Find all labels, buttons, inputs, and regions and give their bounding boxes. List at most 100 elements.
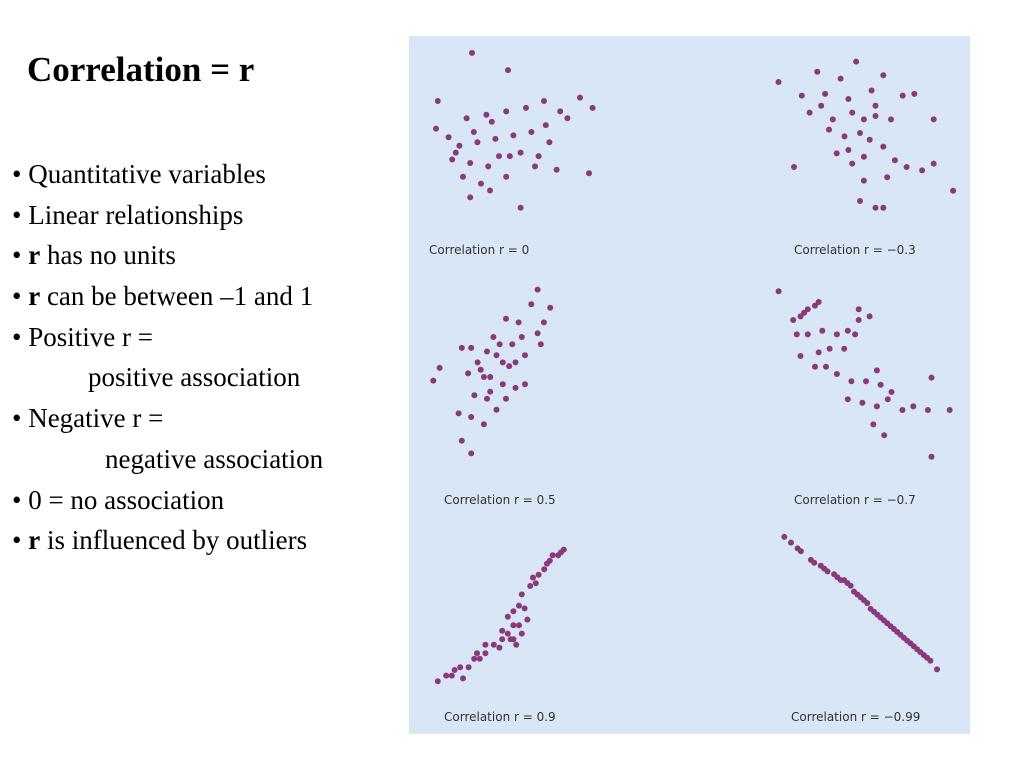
data-point [845,147,852,153]
data-point [496,644,503,651]
bullet-item: • Positive r = [12,317,407,358]
bullet-text: 0 = no association [28,484,225,515]
data-point [911,90,918,97]
data-point [857,198,863,204]
data-point [888,389,895,395]
data-point [445,134,452,141]
data-point [801,309,808,316]
data-point [517,149,524,156]
data-point [546,139,553,146]
data-point [848,378,855,385]
data-point [928,374,935,381]
data-point [891,157,898,164]
data-point [476,655,483,662]
bullet-item: • r can be between –1 and 1 [12,276,407,317]
data-point [806,109,813,116]
data-point [822,90,829,97]
data-point [433,125,439,132]
data-point [946,407,953,413]
bullet-text: positive association [88,362,301,393]
data-point [487,388,494,395]
data-point [460,173,466,180]
data-point [468,344,475,351]
data-point [524,616,531,623]
data-point [837,75,844,82]
data-point [844,327,851,334]
bullet-text: negative association [105,443,324,474]
bullet-marker: • [12,525,29,556]
data-point [503,173,510,180]
data-point [790,317,797,323]
data-point [589,104,596,111]
data-point [488,118,495,125]
data-point [523,104,529,111]
data-point [527,583,534,589]
data-point [521,605,528,612]
data-point [505,67,511,74]
data-point [833,331,840,338]
data-point [855,306,862,313]
data-point [823,363,829,370]
data-point [522,352,528,359]
data-point [880,72,887,79]
data-point [928,453,935,460]
data-point [934,666,940,673]
bullet-item: • Negative r = [12,398,407,439]
data-point [517,204,524,211]
data-point [490,641,497,648]
data-point [499,627,506,634]
scatterplot-4: Correlation r = −0.7 [775,288,953,507]
data-point [547,304,554,311]
data-point [463,115,470,122]
data-point [872,204,879,211]
data-point [434,678,441,685]
data-point [924,407,931,413]
data-point [480,374,487,380]
data-point [469,49,475,56]
data-point [456,142,463,149]
data-point [430,377,437,384]
data-point [818,102,825,109]
data-point [496,341,503,348]
data-point [881,432,888,439]
data-point [797,548,804,555]
bullet-bold-text: r [28,525,41,556]
bullet-marker: • [12,321,29,352]
data-point [503,315,509,322]
data-point [510,622,517,629]
data-point [540,319,547,326]
data-point [903,164,910,170]
data-point [516,602,522,609]
data-point [474,650,480,657]
data-point [528,129,535,135]
data-point [518,630,525,637]
data-point [804,331,811,338]
data-point [534,330,541,337]
data-point [499,359,506,366]
bullet-text: Positive r = [28,321,153,352]
data-point [833,371,840,377]
data-point [872,113,879,119]
bullet-list: • Quantitative variables• Linear relatio… [12,154,407,561]
data-point [877,381,884,388]
data-point [478,180,484,187]
data-point [826,126,832,133]
bullet-bold-text: r [28,240,41,271]
scatterplot-6: Correlation r = −0.99 [781,533,940,724]
data-point [791,164,797,170]
bullet-marker: • [12,240,29,271]
bullet-item: • r has no units [12,235,407,276]
data-point [541,98,547,104]
data-point [857,130,863,136]
data-point [483,111,490,118]
data-point [487,187,493,194]
data-point [888,116,894,123]
data-point [884,396,891,403]
data-point [819,327,826,334]
scatterplot-1: Correlation r = 0 [429,49,596,257]
data-point [485,163,492,170]
data-point [577,94,583,101]
